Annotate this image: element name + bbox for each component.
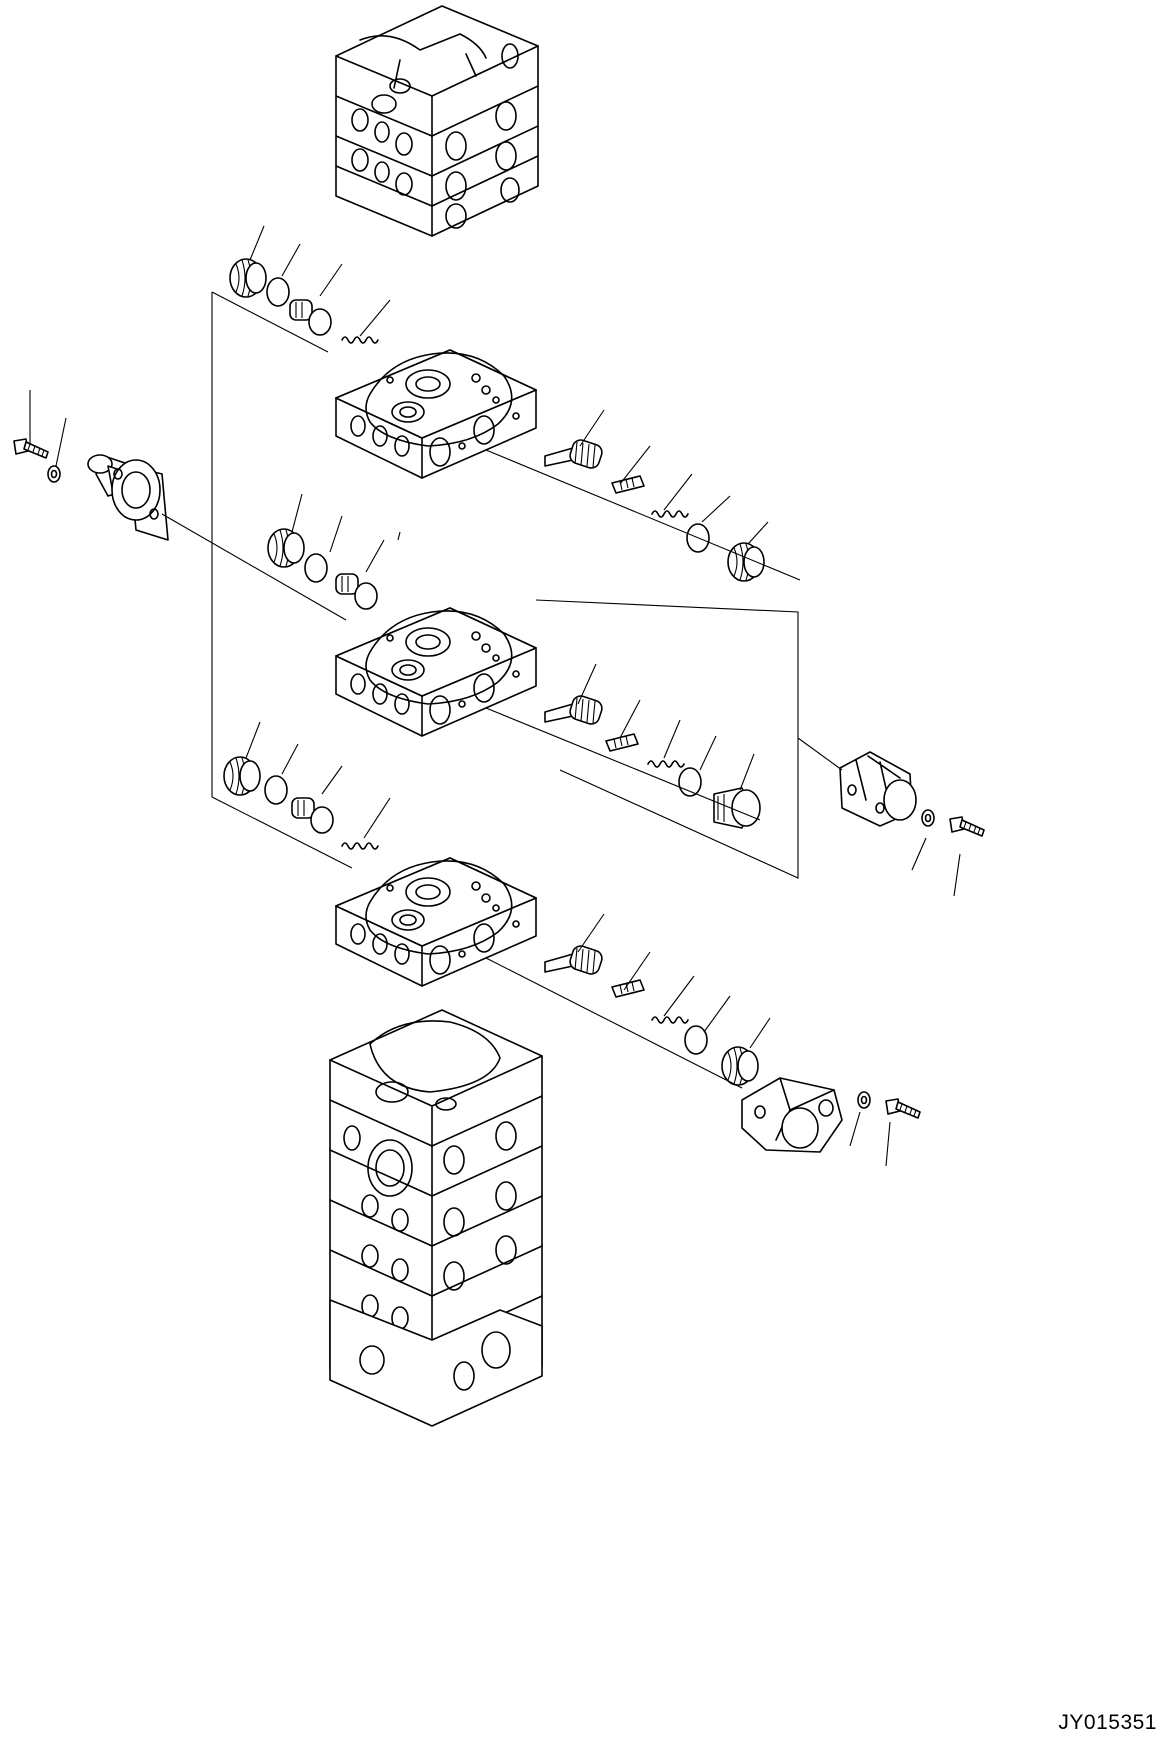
right-cover-axis (797, 737, 843, 771)
drawing-code: JY015351 (1058, 1711, 1157, 1734)
right-bolt (949, 816, 985, 837)
valve-section-2 (335, 607, 537, 737)
assembly-axes (485, 449, 801, 1089)
end-cover-bottom (741, 1077, 843, 1153)
right-washer (921, 809, 935, 827)
end-cover-left (87, 454, 169, 541)
section-3-parts (223, 756, 759, 1086)
valve-block-stack-top (335, 5, 539, 237)
left-washer (47, 465, 61, 483)
section-2-parts (267, 528, 761, 829)
section-1-parts (229, 258, 765, 582)
end-cover-right (839, 751, 917, 827)
bottom-washer (857, 1091, 871, 1109)
leader-lines (29, 225, 961, 1167)
left-cover-axis (161, 513, 347, 621)
assembly-outline (211, 291, 799, 879)
valve-block-stack-bottom (329, 1009, 543, 1427)
valve-section-3 (335, 857, 537, 987)
left-bolt (13, 438, 49, 459)
bottom-bolt (885, 1098, 921, 1119)
